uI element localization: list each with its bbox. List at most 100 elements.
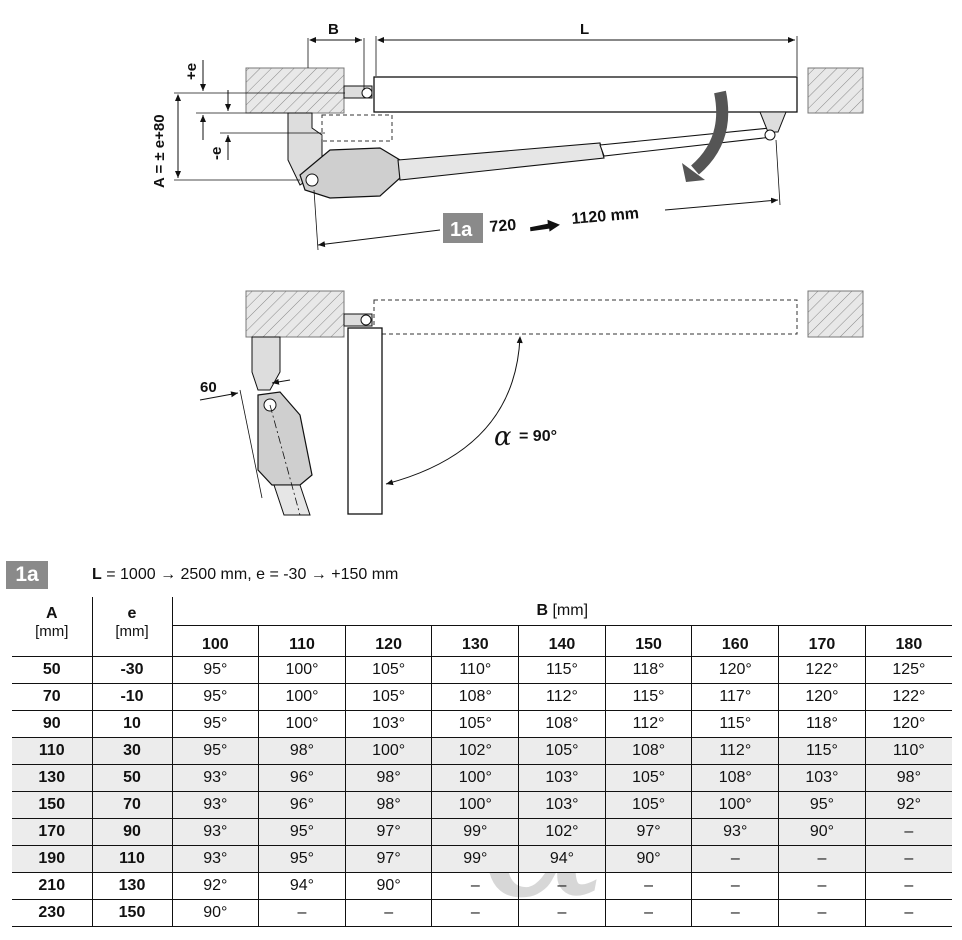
cell-angle: 105° xyxy=(344,656,432,684)
spec-l-label: L xyxy=(92,566,102,583)
stroke-arrow-icon xyxy=(530,219,560,232)
alpha-symbol: α xyxy=(494,422,512,452)
cell-angle: 105° xyxy=(604,764,692,792)
stroke-max-label: 1120 mm xyxy=(571,205,640,228)
cell-angle: 120° xyxy=(778,683,866,711)
cell-angle: 110° xyxy=(864,737,952,765)
cell-angle: 92° xyxy=(171,872,259,900)
cell-angle: 99° xyxy=(431,845,519,873)
cell-angle: 98° xyxy=(864,764,952,792)
cell-angle: 95° xyxy=(258,818,346,846)
cell-angle: 110° xyxy=(431,656,519,684)
cell-angle: 96° xyxy=(258,791,346,819)
cell-angle: 95° xyxy=(171,683,259,711)
pillar-left-open xyxy=(245,290,345,338)
dim-minus-e-label: -e xyxy=(208,147,225,160)
installation-diagram: B L +e -e A = ± e+80 1a 720 1120 mm xyxy=(151,21,864,516)
cell-angle: 125° xyxy=(864,656,952,684)
cell-angle: 120° xyxy=(691,656,779,684)
cell-angle: 90° xyxy=(604,845,692,873)
b-value-header: 110 xyxy=(258,625,346,657)
b-value-header: 140 xyxy=(518,625,606,657)
cell-e: 50 xyxy=(91,764,172,792)
alpha-value: = 90° xyxy=(519,428,557,445)
cell-angle: – xyxy=(864,899,952,927)
cell-a: 130 xyxy=(12,764,92,792)
cell-angle: – xyxy=(604,899,692,927)
cell-e: 150 xyxy=(91,899,172,927)
angle-arc xyxy=(385,336,523,486)
dim-60-label: 60 xyxy=(200,379,217,396)
cell-e: 90 xyxy=(91,818,172,846)
dim-a-label: A = ± e+80 xyxy=(151,114,168,188)
cell-angle: 105° xyxy=(518,737,606,765)
cell-a: 150 xyxy=(12,791,92,819)
actuator-rod xyxy=(599,127,773,157)
cell-angle: 93° xyxy=(171,791,259,819)
cell-angle: 94° xyxy=(518,845,606,873)
cell-angle: 99° xyxy=(431,818,519,846)
b-value-header: 150 xyxy=(604,625,692,657)
gate-bracket xyxy=(759,111,787,133)
cell-angle: 92° xyxy=(864,791,952,819)
cell-angle: 103° xyxy=(518,791,606,819)
gate-closed-outline xyxy=(373,299,798,335)
cell-angle: 122° xyxy=(778,656,866,684)
dim-l-label: L xyxy=(580,21,589,38)
cell-angle: – xyxy=(778,872,866,900)
cell-angle: 120° xyxy=(864,710,952,738)
cell-e: 30 xyxy=(91,737,172,765)
cell-angle: 98° xyxy=(258,737,346,765)
spec-text: L = 1000 → 2500 mm, e = -30 → +150 mm xyxy=(92,566,398,584)
cell-angle: 98° xyxy=(344,764,432,792)
cell-angle: 95° xyxy=(778,791,866,819)
cell-angle: 115° xyxy=(778,737,866,765)
cell-angle: 95° xyxy=(171,710,259,738)
open-view: 60 α = 90° xyxy=(199,290,864,516)
cell-angle: – xyxy=(344,899,432,927)
cell-angle: – xyxy=(691,845,779,873)
cell-angle: 115° xyxy=(518,656,606,684)
cell-angle: 100° xyxy=(431,764,519,792)
cell-angle: – xyxy=(778,845,866,873)
cell-angle: 117° xyxy=(691,683,779,711)
cell-angle: – xyxy=(518,872,606,900)
cell-angle: 100° xyxy=(258,683,346,711)
stroke-min-label: 720 xyxy=(489,217,517,236)
gate-leaf-open xyxy=(347,327,383,515)
cell-angle: 95° xyxy=(258,845,346,873)
cell-angle: 93° xyxy=(171,818,259,846)
cell-angle: 97° xyxy=(604,818,692,846)
cell-angle: 103° xyxy=(778,764,866,792)
cell-angle: 102° xyxy=(518,818,606,846)
col-header-b: B [mm] xyxy=(171,597,952,626)
cell-angle: 122° xyxy=(864,683,952,711)
cell-angle: 118° xyxy=(778,710,866,738)
cell-angle: 93° xyxy=(171,845,259,873)
cell-e: 110 xyxy=(91,845,172,873)
b-value-header: 180 xyxy=(864,625,952,657)
cell-angle: 97° xyxy=(344,818,432,846)
pillar-left xyxy=(245,67,345,114)
cell-angle: – xyxy=(604,872,692,900)
cell-angle: 105° xyxy=(604,791,692,819)
cell-angle: 118° xyxy=(604,656,692,684)
dim-plus-e-label: +e xyxy=(183,63,200,80)
col-header-e: e[mm] xyxy=(91,597,172,657)
cell-angle: 94° xyxy=(258,872,346,900)
cell-angle: 97° xyxy=(344,845,432,873)
cell-angle: 108° xyxy=(431,683,519,711)
cell-e: 130 xyxy=(91,872,172,900)
cell-angle: 90° xyxy=(344,872,432,900)
cell-angle: 100° xyxy=(344,737,432,765)
cell-angle: 115° xyxy=(691,710,779,738)
cell-angle: 112° xyxy=(604,710,692,738)
cell-angle: 93° xyxy=(171,764,259,792)
gate-leaf xyxy=(373,76,798,113)
